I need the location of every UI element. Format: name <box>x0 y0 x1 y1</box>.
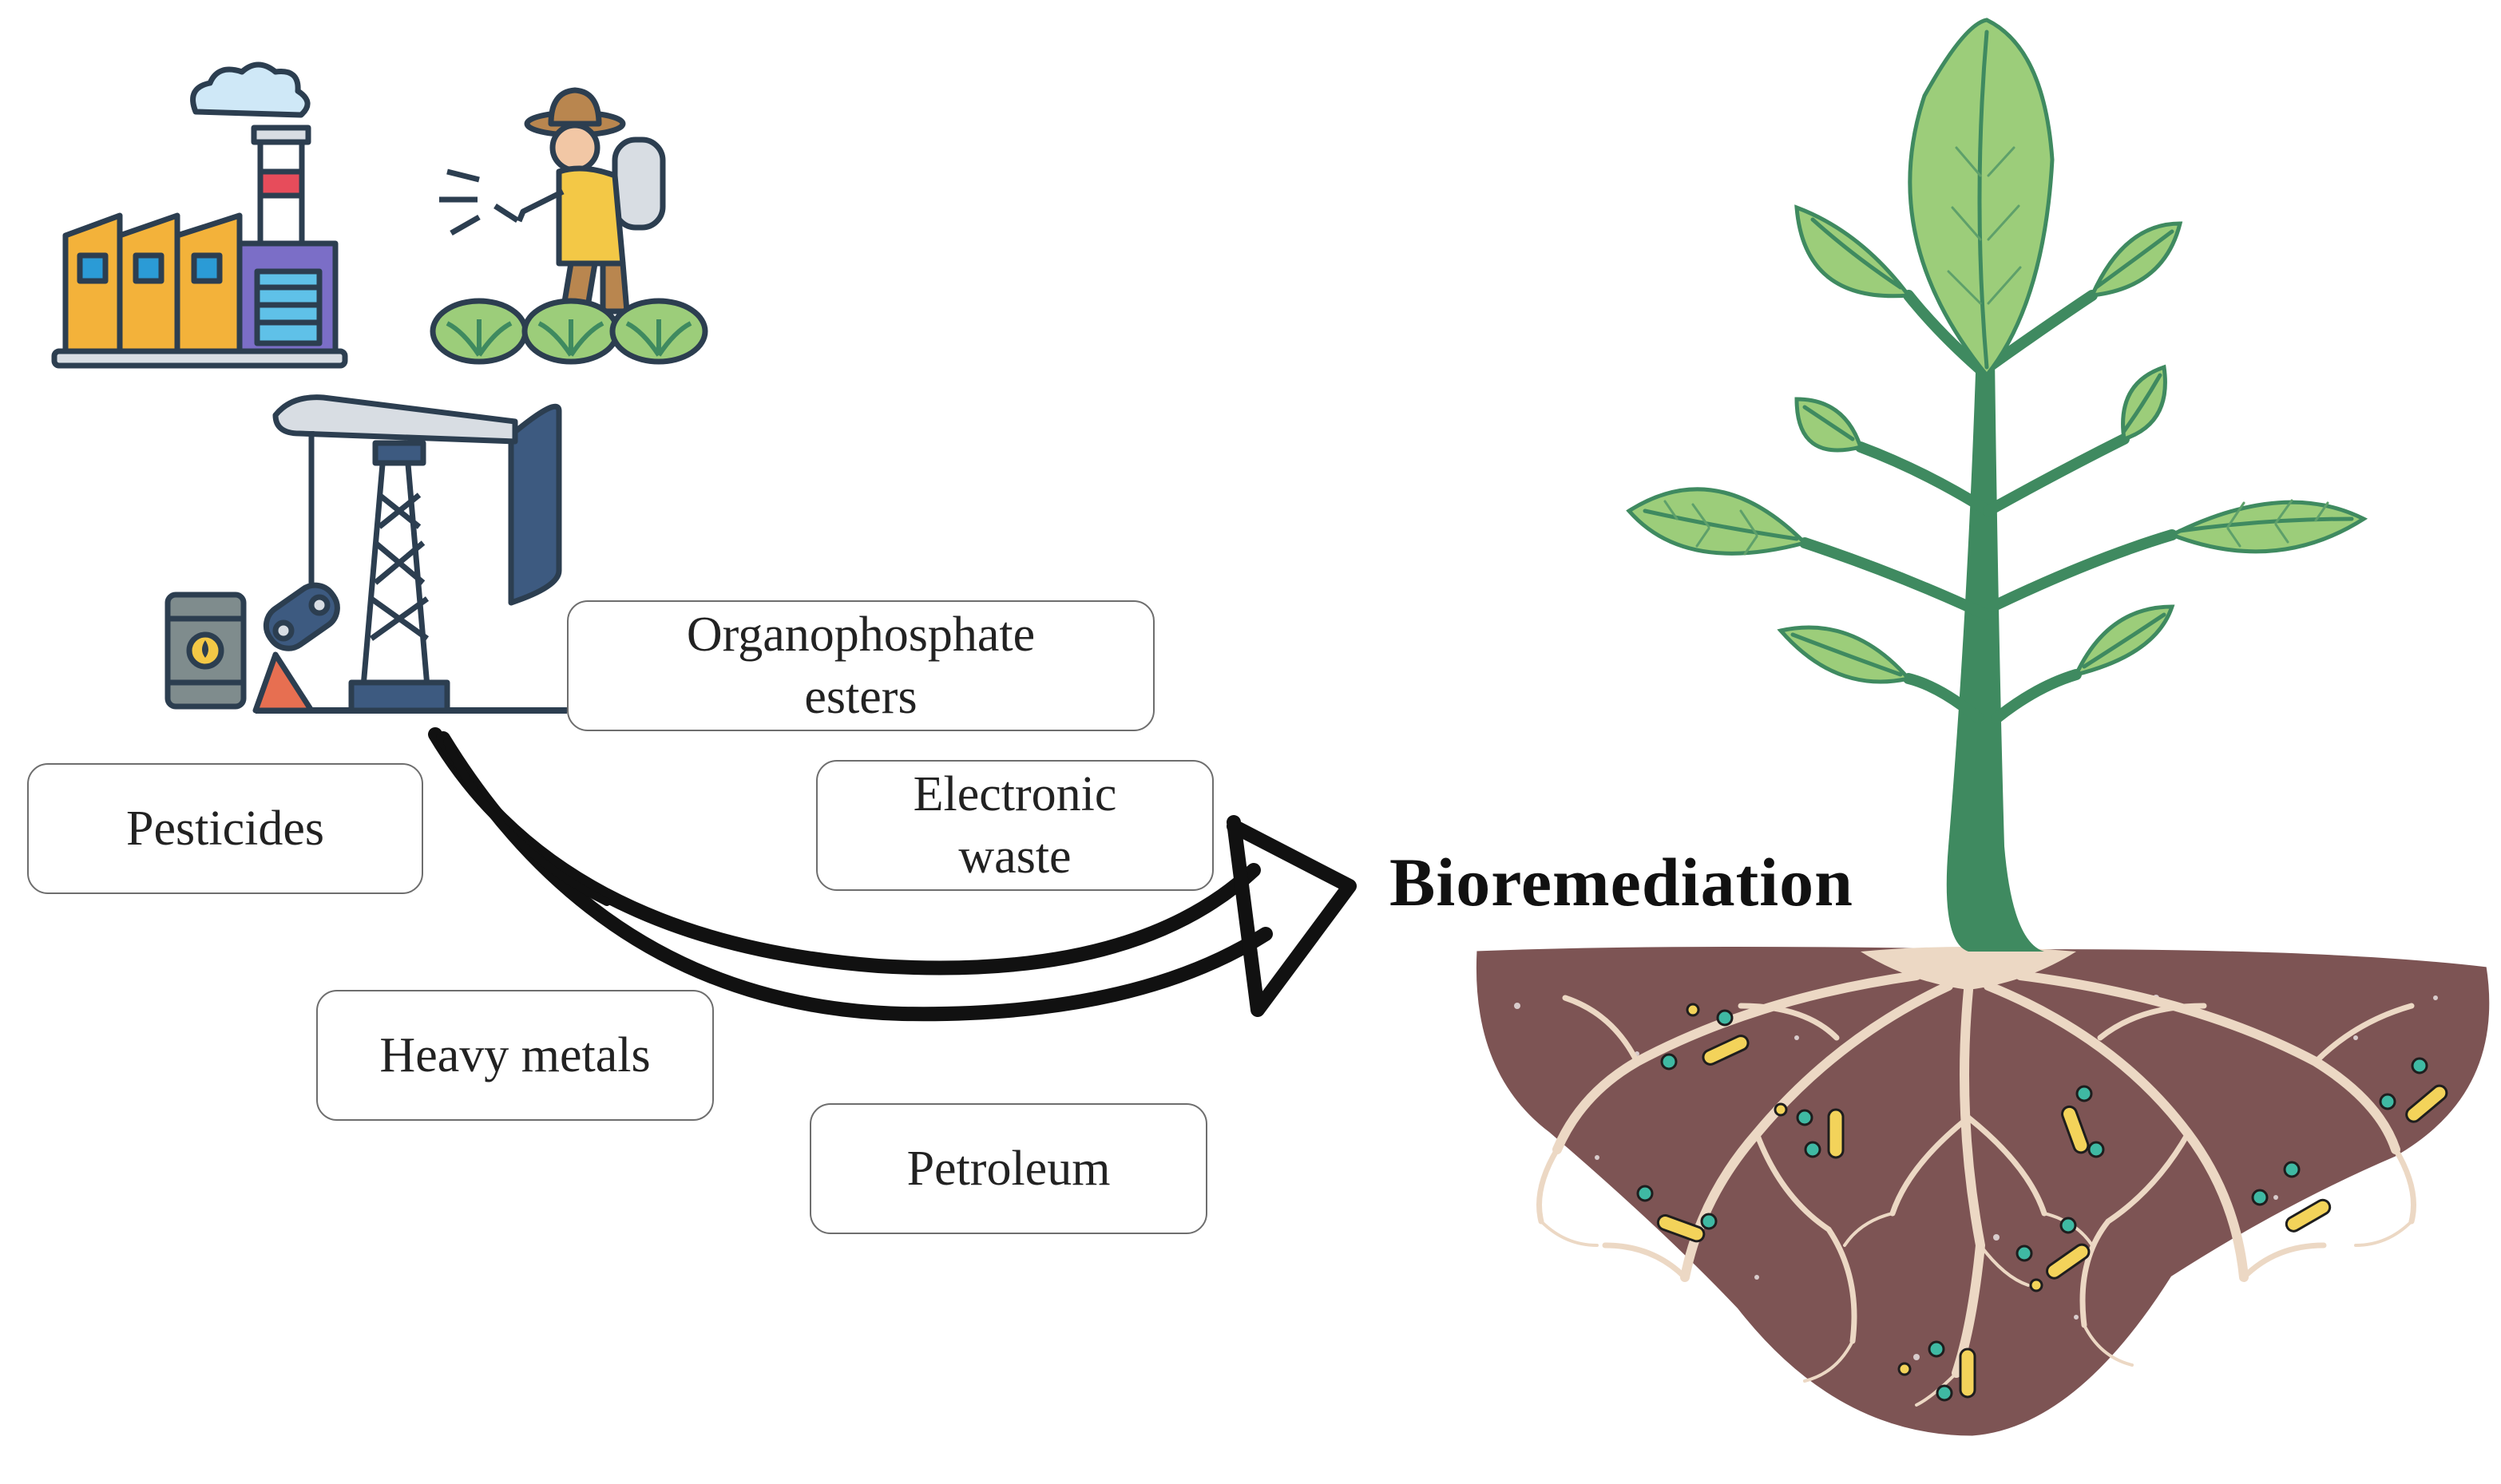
factory-icon <box>51 61 348 369</box>
microbe-cluster <box>1660 1003 1750 1070</box>
microbe-cluster <box>2379 1057 2448 1123</box>
microbe-icon <box>1636 1003 2448 1402</box>
oil-pumpjack-icon <box>252 394 567 714</box>
soil-icon <box>1473 944 2492 1438</box>
microbe-cluster <box>2015 1217 2091 1292</box>
farmer-spraying-icon <box>430 87 708 365</box>
microbe-cluster <box>1636 1185 1718 1243</box>
label-electronic-waste: Electronic waste <box>816 760 1214 891</box>
plant-icon <box>1626 18 2368 952</box>
bioremediation-title: Bioremediation <box>1389 844 1853 920</box>
microbe-cluster <box>1774 1102 1845 1159</box>
label-organophosphate-esters: Organophosphate esters <box>567 600 1155 731</box>
microbe-cluster <box>2251 1161 2332 1233</box>
microbe-cluster <box>1897 1340 1976 1402</box>
roots-icon <box>1536 947 2416 1407</box>
label-petroleum: Petroleum <box>810 1103 1207 1234</box>
arrow-icon <box>428 727 1357 1022</box>
label-heavy-metals: Heavy metals <box>316 990 714 1121</box>
oil-barrel-icon <box>164 592 247 710</box>
microbe-cluster <box>2061 1085 2105 1158</box>
label-pesticides: Pesticides <box>27 763 423 894</box>
